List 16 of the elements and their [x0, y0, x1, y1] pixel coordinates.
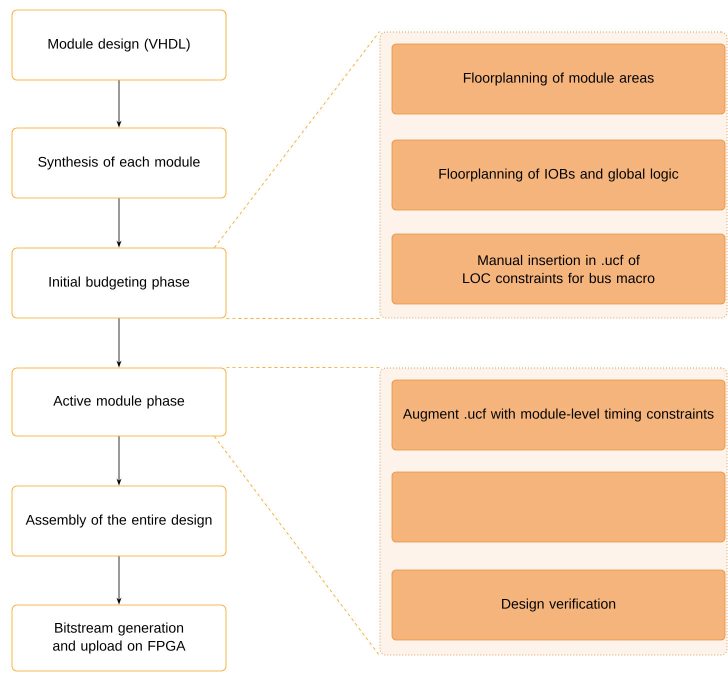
process-box: Active module phase	[12, 368, 226, 436]
step-box: Floorplanning of module areas	[392, 44, 726, 114]
process-box: Initial budgeting phase	[12, 248, 226, 318]
zoom-guide-line	[214, 31, 380, 248]
process-box: Bitstream generation and upload on FPGA	[12, 604, 226, 672]
step-box: Manual insertion in .ucf of LOC constraints for bus macro	[392, 234, 726, 304]
step-box: Floorplanning of IOBs and global logic	[392, 140, 726, 210]
step-box: Augment .ucf with module-level timing constraints	[392, 380, 726, 450]
zoom-guide-line	[214, 436, 380, 656]
process-box: Synthesis of each module	[12, 128, 226, 198]
zoom-guide-line	[226, 367, 380, 368]
process-box: Module design (VHDL)	[12, 10, 226, 80]
zoom-guide-line	[226, 318, 380, 319]
step-box: Design verification	[392, 570, 726, 640]
step-box	[392, 472, 726, 542]
process-box: Assembly of the entire design	[12, 486, 226, 556]
